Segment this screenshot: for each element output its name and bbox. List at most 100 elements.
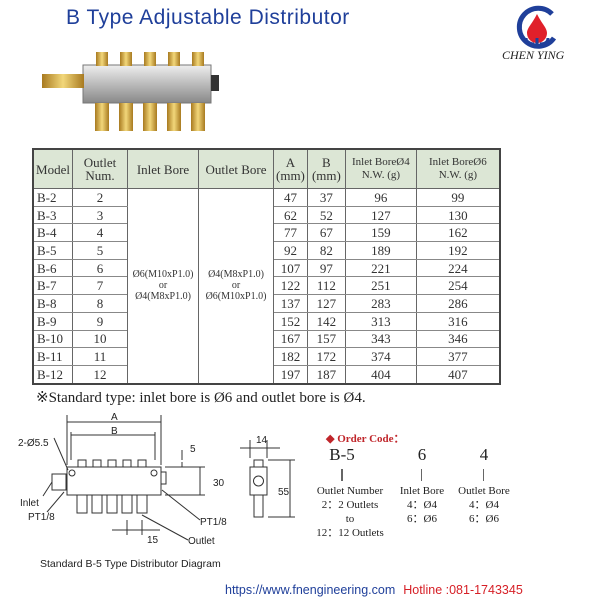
col-header: B (mm) [306,148,346,189]
table-cell: 172 [306,347,346,366]
table-cell: 130 [415,206,501,225]
col-header: Outlet Bore [198,148,274,189]
divider [483,469,484,481]
table-cell: 3 [72,206,128,225]
col-header: Inlet BoreØ6 N.W. (g) [415,148,501,189]
col-header: A (mm) [273,148,308,189]
bore-option: or [231,280,241,292]
table-cell: B-2 [32,188,73,207]
website-link[interactable]: https://www.fnengineering.com [225,583,396,597]
table-cell: 251 [344,276,417,296]
table-cell: 346 [415,330,501,349]
divider [341,469,343,481]
table-cell: B-5 [32,241,73,260]
table-cell: 377 [415,347,501,366]
order-option: 12：12 Outlets [316,527,384,539]
order-option: 6：Ø6 [407,513,437,525]
footer: https://www.fnengineering.com Hotline :08… [225,583,523,597]
hotline: Hotline :081-1743345 [403,583,523,597]
code-outlet: 4 [479,445,489,464]
table-cell: 343 [344,330,417,349]
table-cell: 286 [415,294,501,313]
order-option: 4：Ø4 [407,499,437,511]
table-cell: B-6 [32,259,73,278]
col-header: Model [32,148,73,189]
bore-option: Ø4(M8xP1.0) [135,291,191,303]
code-inlet: 6 [417,445,427,464]
table-cell: 407 [415,365,501,385]
table-cell: 162 [415,223,501,243]
brand-name: CHEN YING [502,48,565,62]
table-cell: 142 [306,312,346,331]
chen-ying-logo [516,5,557,49]
table-cell: 187 [306,365,346,385]
table-cell: 157 [306,330,346,349]
table-cell: 7 [72,276,128,296]
table-cell: 8 [72,294,128,313]
table-cell: 5 [72,241,128,260]
table-cell: 10 [72,330,128,349]
standard-note: ※Standard type: inlet bore is Ø6 and out… [36,390,366,406]
table-cell: 4 [72,223,128,243]
table-cell: 107 [273,259,308,278]
table-cell: 37 [306,188,346,207]
col-header: Inlet BoreØ4 N.W. (g) [344,148,417,189]
pt-right-label: PT1/8 [200,517,227,528]
table-cell: 189 [344,241,417,260]
outlet-label: Outlet [188,536,215,547]
table-cell: 167 [273,330,308,349]
col-header: Outlet Num. [72,148,128,189]
table-cell: 313 [344,312,417,331]
table-cell: 152 [273,312,308,331]
bore-option: Ø6(M10xP1.0) [205,291,267,303]
dim-15: 15 [147,535,159,546]
table-cell: 182 [273,347,308,366]
divider [421,469,422,481]
table-cell: 92 [273,241,308,260]
table-cell: 9 [72,312,128,331]
order-label: Inlet Bore [399,485,445,497]
table-cell: 52 [306,206,346,225]
diamond-icon: ◆ [326,433,335,445]
table-cell: 112 [306,276,346,296]
table-cell: 99 [415,188,501,207]
inlet-label: Inlet [20,498,39,509]
table-cell: 97 [306,259,346,278]
table-cell: 6 [72,259,128,278]
bore-option: or [158,280,168,292]
table-cell: 159 [344,223,417,243]
table-cell: 224 [415,259,501,278]
table-cell: 127 [306,294,346,313]
dim-5: 5 [190,444,196,455]
order-label: Outlet Number [316,485,384,497]
table-cell: 47 [273,188,308,207]
table-cell: 2 [72,188,128,207]
table-cell: B-9 [32,312,73,331]
table-cell: 127 [344,206,417,225]
order-label: Outlet Bore [458,485,510,497]
bore-option: Ø4(M8xP1.0) [208,269,264,281]
table-cell: 254 [415,276,501,296]
table-cell: B-3 [32,206,73,225]
table-cell: 192 [415,241,501,260]
dim-14: 14 [256,435,268,446]
dim-B: B [111,426,118,437]
bore-option: Ø6(M10xP1.0) [132,269,194,281]
table-cell: B-12 [32,365,73,385]
col-header: Inlet Bore [127,148,199,189]
product-photo [42,52,219,131]
order-option: 6：Ø6 [469,513,499,525]
order-option: 2：2 Outlets [321,499,379,511]
distributor-diagram: A B 2-Ø5.5 5 30 14 55 15 Inlet PT1/8 PT1… [18,412,295,547]
